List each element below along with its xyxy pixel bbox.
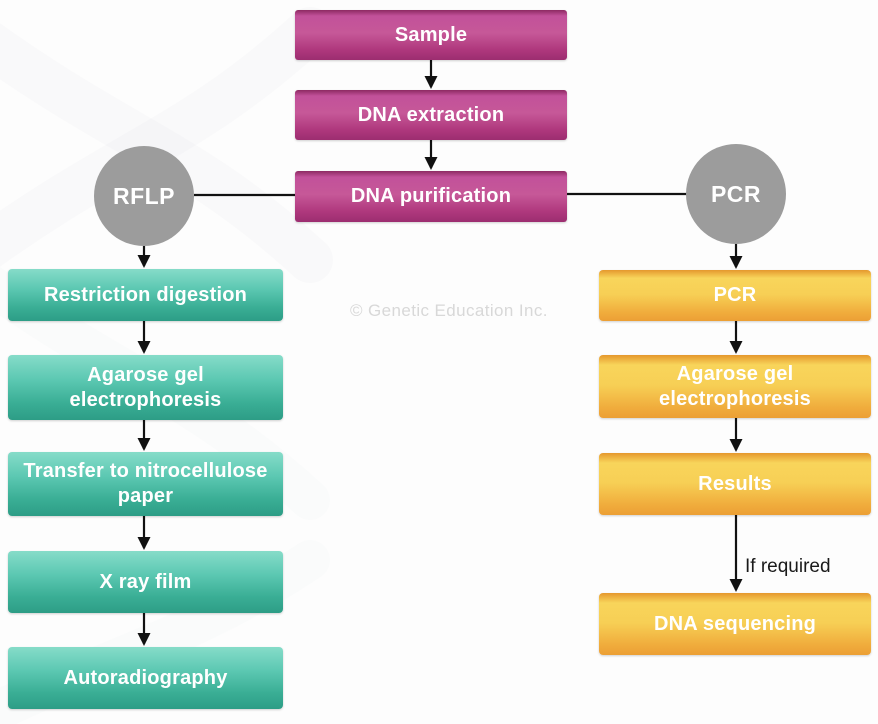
- node-agarose-gel-electrophoresis-pcr: Agarose gel electrophoresis: [599, 355, 871, 418]
- node-label: X ray film: [99, 570, 192, 593]
- node-results: Results: [599, 453, 871, 515]
- node-label: RFLP: [112, 182, 176, 209]
- node-pcr-circle: PCR: [686, 144, 786, 244]
- watermark: © Genetic Education Inc.: [350, 301, 548, 320]
- node-label: DNA purification: [350, 185, 512, 207]
- node-label: Sample: [394, 23, 468, 46]
- node-autoradiography: Autoradiography: [8, 647, 283, 709]
- node-label: Autoradiography: [63, 666, 228, 689]
- node-dna-purification: DNA purification: [295, 171, 567, 222]
- node-dna-sequencing: DNA sequencing: [599, 593, 871, 655]
- node-transfer-nitrocellulose: Transfer to nitrocellulose paper: [8, 452, 283, 516]
- node-label: PCR: [710, 180, 762, 207]
- node-label: Results: [698, 472, 772, 495]
- node-pcr: PCR: [599, 270, 871, 321]
- node-label: Agarose gel electrophoresis: [69, 363, 222, 411]
- node-restriction-digestion: Restriction digestion: [8, 269, 283, 321]
- node-label: DNA extraction: [357, 103, 505, 126]
- edge-label-if-required: If required: [745, 556, 831, 577]
- node-label: Restriction digestion: [43, 283, 248, 306]
- node-rflp-circle: RFLP: [94, 146, 194, 246]
- node-label: Transfer to nitrocellulose paper: [23, 460, 268, 507]
- node-sample: Sample: [295, 10, 567, 60]
- node-label: DNA sequencing: [653, 612, 817, 635]
- node-agarose-gel-electrophoresis-rflp: Agarose gel electrophoresis: [8, 355, 283, 420]
- node-dna-extraction: DNA extraction: [295, 90, 567, 140]
- node-label: Agarose gel electrophoresis: [659, 362, 811, 410]
- node-label: PCR: [713, 284, 757, 306]
- node-x-ray-film: X ray film: [8, 551, 283, 613]
